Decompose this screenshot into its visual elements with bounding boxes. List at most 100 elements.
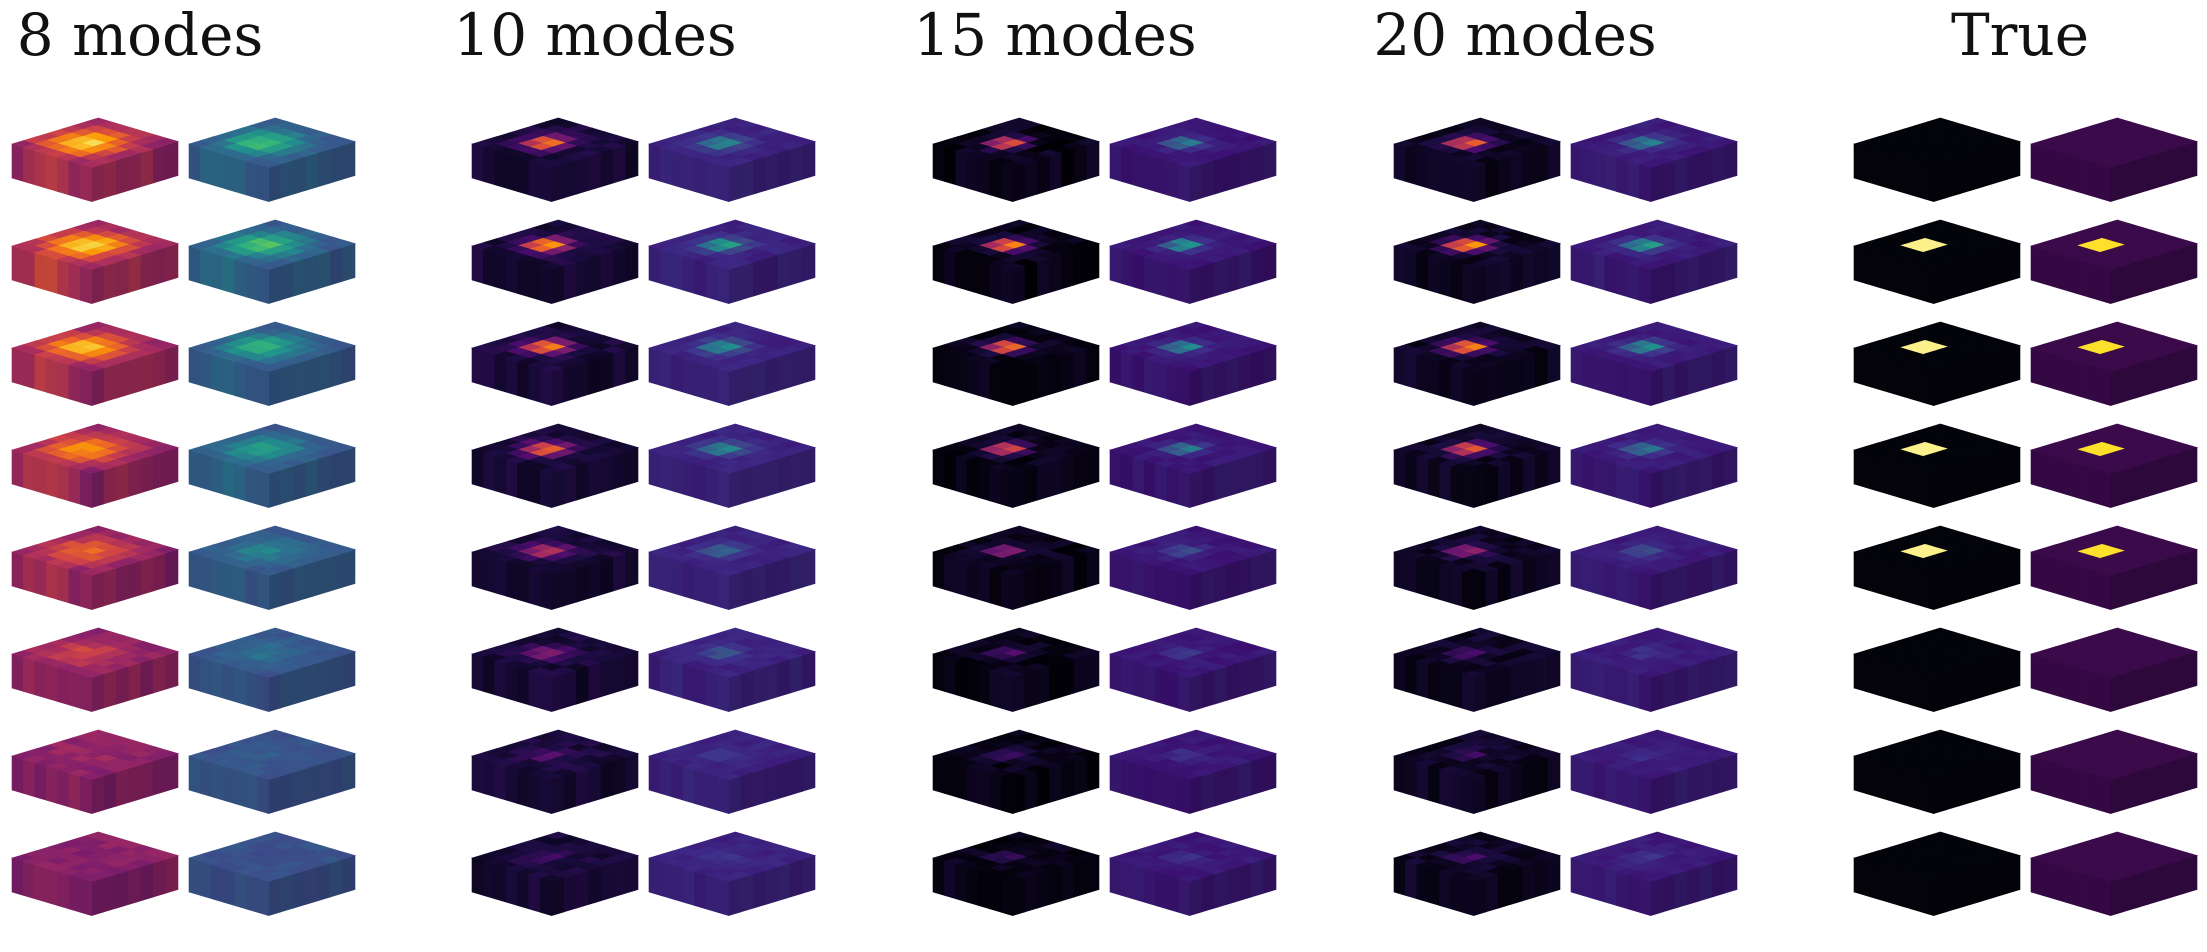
slice-front-cell	[1049, 152, 1063, 191]
slice-front-cell	[1214, 462, 1227, 501]
slice-front-cell	[103, 567, 117, 607]
slice-front-cell	[317, 658, 331, 698]
slice-front-cell	[1970, 560, 1984, 599]
slice-side-cell	[256, 163, 269, 203]
slice-side-cell	[2098, 367, 2111, 407]
slice-side-cell	[716, 775, 729, 815]
slice-side-cell	[1876, 762, 1889, 801]
slice-front-cell	[740, 261, 754, 301]
slice-side-cell	[505, 765, 518, 804]
slice-front-cell	[1662, 261, 1676, 301]
slice-side-cell	[1593, 150, 1606, 189]
slice-front-cell	[2110, 265, 2124, 305]
slice-front-cell	[1982, 454, 1996, 494]
slice-side-cell	[23, 147, 36, 186]
slice-front-cell	[1473, 367, 1487, 407]
slice-front-cell	[2159, 352, 2173, 392]
slice-side-cell	[1570, 755, 1583, 794]
slice-front-cell	[790, 552, 803, 592]
slice-side-cell	[1166, 670, 1179, 709]
slice-front-cell	[268, 877, 282, 917]
slice-side-cell	[222, 153, 235, 192]
slice-side-cell	[68, 466, 81, 505]
slice-front-cell	[777, 760, 791, 800]
slice-side-cell	[1627, 364, 1640, 403]
slice-side-cell	[1427, 663, 1440, 702]
slice-front-cell	[128, 560, 142, 599]
slice-front-cell	[1201, 159, 1215, 199]
slice-front-cell	[2172, 450, 2185, 490]
slice-front-cell	[165, 549, 179, 588]
slice-front-cell	[103, 669, 117, 709]
slice-side-cell	[932, 857, 945, 896]
slice-front-cell	[330, 450, 343, 490]
slice-front-cell	[103, 159, 117, 199]
slice-front-cell	[293, 156, 306, 195]
slice-side-cell	[1405, 351, 1418, 390]
slice-side-cell	[660, 147, 673, 186]
slice-front-cell	[1214, 258, 1227, 297]
slice-side-cell	[2098, 469, 2111, 509]
slice-front-cell	[1650, 163, 1664, 203]
slice-front-cell	[1086, 345, 1100, 384]
slice-side-cell	[1910, 466, 1923, 505]
slice-front-cell	[1238, 658, 1252, 698]
slice-side-cell	[648, 449, 661, 488]
slice-side-cell	[1121, 657, 1134, 696]
slice-side-cell	[2053, 762, 2066, 801]
volume-slice	[931, 321, 1101, 407]
slice-front-cell	[140, 352, 154, 392]
slice-side-cell	[682, 765, 695, 804]
volume-slice	[1569, 525, 1739, 611]
slice-front-cell	[1263, 345, 1277, 384]
slice-front-cell	[342, 855, 356, 894]
volume-slice	[470, 729, 640, 815]
slice-front-cell	[317, 352, 331, 392]
slice-side-cell	[1121, 555, 1134, 594]
slice-side-cell	[694, 871, 707, 910]
slice-front-cell	[2122, 567, 2136, 607]
slice-front-cell	[1226, 764, 1240, 803]
slice-front-cell	[1535, 348, 1548, 388]
slice-front-cell	[1547, 447, 1561, 486]
slice-front-cell	[1510, 152, 1524, 191]
slice-front-cell	[765, 866, 779, 905]
slice-side-cell	[1177, 673, 1190, 713]
slice-front-cell	[740, 465, 754, 505]
volume-slice	[10, 627, 180, 713]
volume-slice	[1392, 831, 1562, 917]
slice-front-cell	[305, 356, 319, 395]
slice-side-cell	[671, 660, 684, 699]
slice-front-cell	[1522, 454, 1536, 494]
slice-front-cell	[1945, 159, 1959, 199]
slice-side-cell	[978, 565, 991, 604]
slice-front-cell	[1226, 866, 1240, 905]
slice-front-cell	[1535, 144, 1548, 184]
slice-front-cell	[625, 549, 639, 588]
slice-side-cell	[11, 755, 24, 794]
slice-front-cell	[2184, 651, 2198, 690]
slice-side-cell	[648, 551, 661, 590]
slice-front-cell	[728, 673, 742, 713]
slice-side-cell	[1887, 153, 1900, 192]
volume-slice	[10, 423, 180, 509]
slice-front-cell	[1662, 669, 1676, 709]
slice-side-cell	[256, 469, 269, 509]
volume-slice	[1569, 831, 1739, 917]
slice-side-cell	[1416, 660, 1429, 699]
slice-side-cell	[989, 262, 1002, 301]
slice-side-cell	[539, 469, 552, 509]
slice-side-cell	[705, 772, 718, 811]
slice-front-cell	[1498, 258, 1511, 297]
slice-side-cell	[2053, 660, 2066, 699]
slice-side-cell	[1450, 670, 1463, 709]
slice-side-cell	[1439, 157, 1452, 196]
slice-side-cell	[188, 245, 201, 284]
slice-side-cell	[188, 653, 201, 692]
slice-side-cell	[1000, 265, 1013, 305]
slice-side-cell	[978, 667, 991, 706]
slice-side-cell	[1155, 769, 1168, 808]
slice-side-cell	[966, 765, 979, 804]
slice-front-cell	[305, 458, 319, 497]
slice-side-cell	[1000, 571, 1013, 611]
